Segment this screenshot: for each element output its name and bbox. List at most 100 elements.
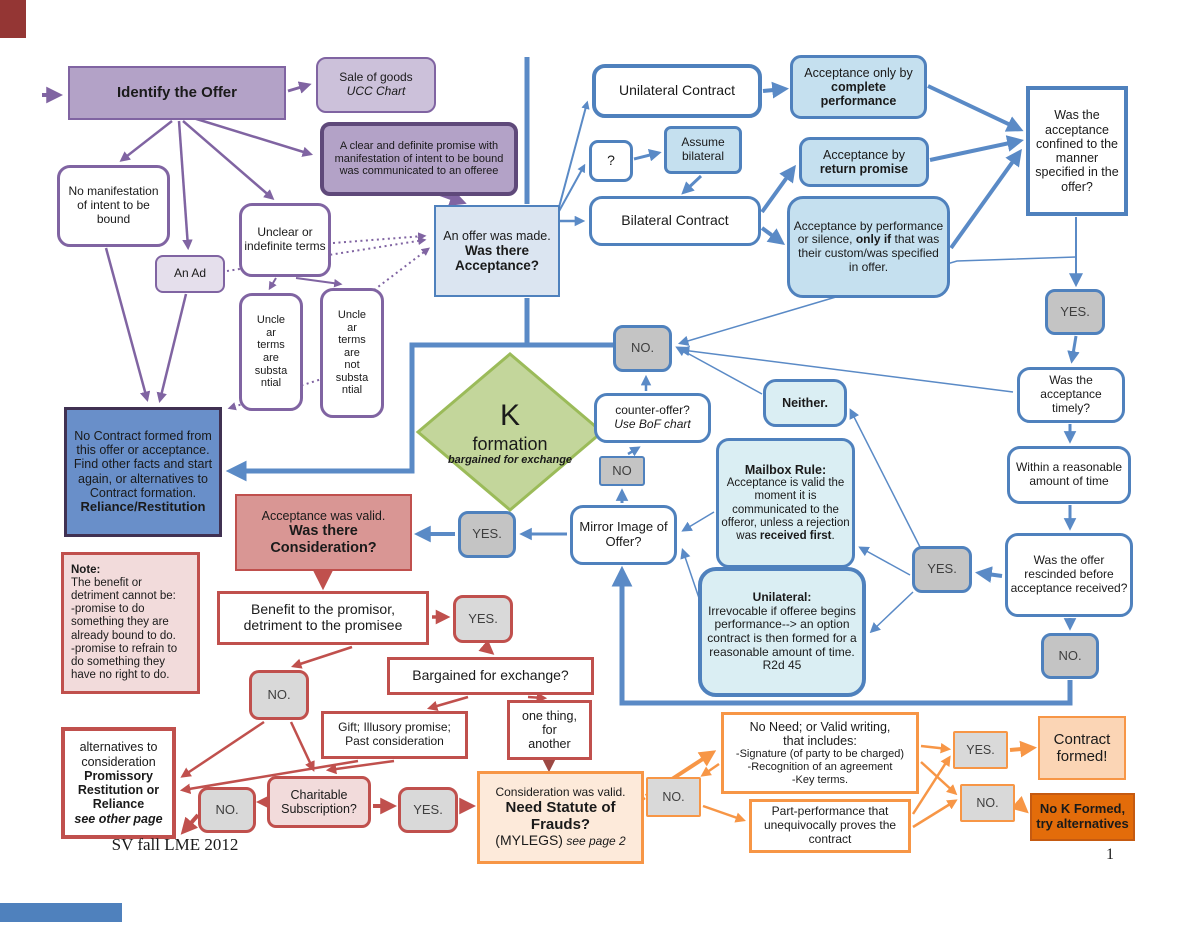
no-contract-box: No Contract formed from this offer or ac… xyxy=(64,407,222,537)
mailbox-rule-title: Mailbox Rule: xyxy=(744,463,827,478)
mailbox-body: Acceptance is valid the moment it is com… xyxy=(721,477,850,542)
sale-of-goods-box: Sale of goods UCC Chart xyxy=(316,57,436,113)
assume-bilateral-box: Assume bilateral xyxy=(664,126,742,174)
alternatives-line: alternatives to consideration xyxy=(79,740,158,769)
no-need-items: -Signature (of party to be charged) -Rec… xyxy=(735,748,905,786)
charitable-subscription-box: Charitable Subscription? xyxy=(267,776,371,828)
acceptance-complete-text: Acceptance only by complete performance xyxy=(795,66,922,109)
silence-bold: only if xyxy=(855,232,895,247)
use-bof-chart-label: Use BoF chart xyxy=(614,417,691,431)
no-k-formed-box: No K Formed, try alternatives xyxy=(1030,793,1135,841)
no-benefit-badge: NO. xyxy=(249,670,309,720)
yes-charitable-badge: YES. xyxy=(398,787,458,833)
see-other-page-label: see other page xyxy=(74,811,163,826)
mailbox-rule-box: Mailbox Rule: Acceptance is valid the mo… xyxy=(716,438,855,568)
bilateral-contract-box: Bilateral Contract xyxy=(589,196,761,246)
counter-offer-box: counter-offer? Use BoF chart xyxy=(594,393,711,443)
return-bold: return promise xyxy=(819,162,909,176)
no-need-writing-box: No Need; or Valid writing, that includes… xyxy=(721,712,919,794)
no-alternatives-badge: NO. xyxy=(198,787,256,833)
timely-box: Was the acceptance timely? xyxy=(1017,367,1125,423)
mailbox-rule-text: Acceptance is valid the moment it is com… xyxy=(721,477,850,543)
within-reasonable-time-box: Within a reasonable amount of time xyxy=(1007,446,1131,504)
acceptance-silence-text: Acceptance by performance or silence, on… xyxy=(792,218,945,275)
yes-mirror-badge: YES. xyxy=(458,511,516,558)
unilateral-note-box: Unilateral: Irrevocable if offeree begin… xyxy=(698,567,866,697)
confined-manner-box: Was the acceptance confined to the manne… xyxy=(1026,86,1128,216)
mailbox-bold: received first xyxy=(759,529,832,542)
yes-rescinded-badge: YES. xyxy=(912,546,972,593)
acceptance-silence-box: Acceptance by performance or silence, on… xyxy=(787,196,950,298)
unilateral-note-title: Unilateral: xyxy=(752,589,812,604)
not-substantial-terms-box: Uncle ar terms are not substa ntial xyxy=(320,288,384,418)
decor-bottom-bar xyxy=(0,903,122,922)
return-pre: Acceptance by xyxy=(823,147,905,162)
mailbox-period: . xyxy=(831,529,835,542)
yes-confined-badge: YES. xyxy=(1045,289,1105,335)
silence-post: that was their custom/was specified in o… xyxy=(798,232,940,274)
acceptance-valid-line: Acceptance was valid. xyxy=(261,508,386,523)
was-there-acceptance-line: Was there Acceptance? xyxy=(454,242,540,274)
contract-formed-box: Contract formed! xyxy=(1038,716,1126,780)
complete-bold: complete performance xyxy=(820,79,897,109)
silence-pre: Acceptance by performance or silence, xyxy=(793,218,944,247)
k-label: K xyxy=(499,399,520,433)
no-contract-body: No Contract formed from this offer or ac… xyxy=(73,428,213,500)
mirror-image-box: Mirror Image of Offer? xyxy=(570,505,677,565)
clear-promise-box: A clear and definite promise with manife… xyxy=(320,122,518,196)
substantial-terms-box: Uncle ar terms are substa ntial xyxy=(239,293,303,411)
no-mirror-badge: NO xyxy=(599,456,645,486)
note-box: Note: The benefit or detriment cannot be… xyxy=(61,552,200,694)
need-sof-line: Need Statute of Frauds? xyxy=(505,799,616,834)
yes-benefit-badge: YES. xyxy=(453,595,513,643)
ucc-chart-label: UCC Chart xyxy=(346,84,406,98)
complete-pre: Acceptance only by xyxy=(804,65,913,80)
see-page-2-label: see page 2 xyxy=(562,834,626,849)
no-sof-right-badge: NO. xyxy=(960,784,1015,822)
consideration-question-box: Acceptance was valid. Was there Consider… xyxy=(235,494,412,571)
counter-offer-label: counter-offer? xyxy=(615,403,690,418)
alternatives-bold: Promissory Restitution or Reliance xyxy=(77,768,160,812)
decor-top-left xyxy=(0,0,26,38)
yes-sof-badge: YES. xyxy=(953,731,1008,769)
bargained-for-exchange-label: bargained for exchange xyxy=(447,454,573,467)
no-need-top: No Need; or Valid writing, that includes… xyxy=(749,719,891,749)
mylegs-line: (MYLEGS) see page 2 xyxy=(495,832,626,849)
gift-illusory-box: Gift; Illusory promise; Past considerati… xyxy=(321,711,468,759)
footer-credit: SV fall LME 2012 xyxy=(111,835,239,855)
part-performance-box: Part-performance that unequivocally prov… xyxy=(749,799,911,853)
question-box: ? xyxy=(589,140,633,182)
no-manifestation-box: No manifestation of intent to be bound xyxy=(57,165,170,247)
unilateral-contract-box: Unilateral Contract xyxy=(592,64,762,118)
k-formation-diamond: K formation bargained for exchange xyxy=(440,374,580,492)
bargained-exchange-box: Bargained for exchange? xyxy=(387,657,594,695)
alternatives-box: alternatives to consideration Promissory… xyxy=(61,727,176,839)
no-acceptance-badge: NO. xyxy=(613,325,672,372)
consideration-arrows xyxy=(179,569,548,835)
identify-offer-box: Identify the Offer xyxy=(68,66,286,120)
benefit-promisor-box: Benefit to the promisor, detriment to th… xyxy=(217,591,429,645)
one-thing-box: one thing, for another xyxy=(507,700,592,760)
statute-of-frauds-box: Consideration was valid. Need Statute of… xyxy=(477,771,644,864)
unilateral-note-body: Irrevocable if offeree begins performanc… xyxy=(707,603,857,673)
acceptance-complete-performance-box: Acceptance only by complete performance xyxy=(790,55,927,119)
neither-box: Neither. xyxy=(763,379,847,427)
acceptance-arrows xyxy=(225,57,1083,706)
offer-made-box: An offer was made. Was there Acceptance? xyxy=(434,205,560,297)
sale-of-goods-label: Sale of goods xyxy=(339,70,413,85)
acceptance-return-text: Acceptance by return promise xyxy=(804,148,924,177)
consideration-valid-line: Consideration was valid. xyxy=(495,784,626,799)
was-there-consideration-line: Was there Consideration? xyxy=(270,523,377,556)
no-contract-reliance: Reliance/Restitution xyxy=(80,499,206,515)
unclear-terms-box: Unclear or indefinite terms xyxy=(239,203,331,277)
acceptance-return-promise-box: Acceptance by return promise xyxy=(799,137,929,187)
rescinded-box: Was the offer rescinded before acceptanc… xyxy=(1005,533,1133,617)
mylegs-label: (MYLEGS) xyxy=(495,832,563,849)
formation-label: formation xyxy=(472,433,548,454)
offer-made-line: An offer was made. xyxy=(443,228,551,243)
no-sof-badge: NO. xyxy=(646,777,701,817)
an-ad-box: An Ad xyxy=(155,255,225,293)
no-rescinded-badge: NO. xyxy=(1041,633,1099,679)
page-number: 1 xyxy=(1106,845,1114,863)
